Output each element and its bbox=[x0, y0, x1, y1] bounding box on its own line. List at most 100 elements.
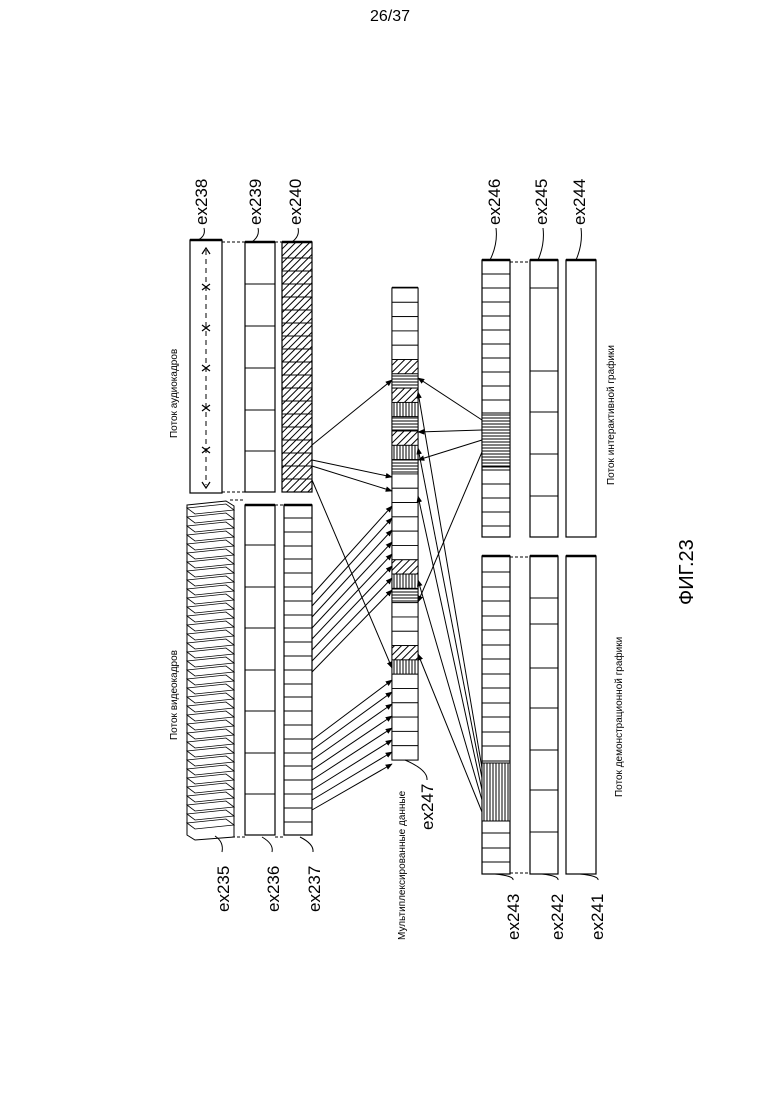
video-frame bbox=[187, 810, 234, 820]
ref-ex245: ex245 bbox=[532, 179, 551, 225]
ref-ex239: ex239 bbox=[246, 179, 265, 225]
video-frame bbox=[187, 558, 234, 568]
mux-packet bbox=[392, 746, 418, 760]
mux-packet bbox=[392, 646, 418, 660]
ref-ex244: ex244 bbox=[570, 179, 589, 225]
mux-packet bbox=[392, 288, 418, 302]
pg-pes-ex242 bbox=[530, 556, 558, 874]
video-frame bbox=[187, 549, 234, 559]
mux-packet bbox=[392, 503, 418, 517]
audio-frames-ex238 bbox=[190, 240, 222, 493]
video-frame bbox=[187, 621, 234, 631]
video-frame bbox=[187, 729, 234, 739]
video-frame bbox=[187, 711, 234, 721]
ref-ex237: ex237 bbox=[305, 866, 324, 912]
ref-ex238: ex238 bbox=[192, 179, 211, 225]
mux-packet bbox=[392, 545, 418, 559]
video-frame bbox=[187, 738, 234, 748]
mux-packet bbox=[392, 374, 418, 388]
video-frame bbox=[187, 693, 234, 703]
video-frame bbox=[187, 657, 234, 667]
mux-packet bbox=[392, 302, 418, 316]
mux-packet bbox=[392, 560, 418, 574]
ig-ts-ex246 bbox=[482, 260, 510, 537]
mux-packet bbox=[392, 674, 418, 688]
label-audio-stream: Поток аудиокадров bbox=[169, 349, 180, 438]
audio-pes-ex239 bbox=[245, 242, 275, 492]
multiplexed-data-ex247 bbox=[392, 288, 418, 760]
label-ig-stream: Поток интерактивной графики bbox=[605, 345, 617, 485]
video-frame bbox=[187, 612, 234, 622]
pg-ts-ex243 bbox=[482, 556, 510, 874]
video-frame bbox=[187, 792, 234, 802]
ig-pes-ex245 bbox=[530, 260, 558, 537]
mux-packet bbox=[392, 603, 418, 617]
mux-packet bbox=[392, 703, 418, 717]
video-frame bbox=[187, 504, 234, 514]
mux-packet bbox=[392, 474, 418, 488]
ig-stream-ex244 bbox=[566, 260, 596, 537]
video-frame bbox=[187, 531, 234, 541]
audio-ts-ex240 bbox=[282, 242, 312, 492]
video-frame bbox=[187, 522, 234, 532]
video-frame bbox=[187, 774, 234, 784]
pg-stream-ex241 bbox=[566, 556, 596, 874]
mux-packet bbox=[392, 631, 418, 645]
video-frame bbox=[187, 594, 234, 604]
video-frame bbox=[187, 585, 234, 595]
video-frame bbox=[187, 819, 234, 829]
mux-packet bbox=[392, 331, 418, 345]
mux-packet bbox=[392, 345, 418, 359]
ref-ex247: ex247 bbox=[418, 784, 437, 830]
mux-packet bbox=[392, 488, 418, 502]
mux-packet bbox=[392, 517, 418, 531]
mux-packet bbox=[392, 717, 418, 731]
video-frame bbox=[187, 747, 234, 757]
video-frame bbox=[187, 684, 234, 694]
mux-packet bbox=[392, 688, 418, 702]
ref-ex236: ex236 bbox=[264, 866, 283, 912]
mux-packet bbox=[392, 431, 418, 445]
mux-packet bbox=[392, 417, 418, 431]
mux-packet bbox=[392, 531, 418, 545]
video-frame bbox=[187, 801, 234, 811]
video-frame bbox=[187, 720, 234, 730]
video-frame bbox=[187, 702, 234, 712]
video-frame bbox=[187, 675, 234, 685]
video-frame bbox=[187, 630, 234, 640]
video-frame bbox=[187, 765, 234, 775]
video-frame bbox=[187, 648, 234, 658]
mux-packet bbox=[392, 360, 418, 374]
ref-ex242: ex242 bbox=[548, 894, 567, 940]
mux-packet bbox=[392, 617, 418, 631]
video-frame bbox=[187, 783, 234, 793]
video-frame bbox=[187, 756, 234, 766]
video-frame bbox=[187, 603, 234, 613]
video-frame bbox=[187, 567, 234, 577]
video-frame bbox=[187, 540, 234, 550]
label-mux-data: Мультиплексированные данные bbox=[397, 790, 408, 940]
mux-packet bbox=[392, 317, 418, 331]
ref-ex240: ex240 bbox=[286, 179, 305, 225]
mux-packet bbox=[392, 731, 418, 745]
figure-caption: ФИГ.23 bbox=[676, 539, 698, 605]
video-pes-ex236 bbox=[245, 505, 275, 835]
video-ts-ex237 bbox=[284, 505, 312, 835]
mux-packet bbox=[392, 402, 418, 416]
ref-ex235: ex235 bbox=[214, 866, 233, 912]
mux-packet bbox=[392, 588, 418, 602]
video-frame bbox=[187, 576, 234, 586]
mux-packet bbox=[392, 660, 418, 674]
video-frame bbox=[187, 639, 234, 649]
video-frame bbox=[187, 513, 234, 523]
mux-packet bbox=[392, 445, 418, 459]
mux-packet bbox=[392, 460, 418, 474]
label-pg-stream: Поток демонстрационной графики bbox=[613, 637, 625, 797]
mux-packet bbox=[392, 574, 418, 588]
ref-ex246: ex246 bbox=[485, 179, 504, 225]
video-frames-ex235 bbox=[187, 501, 234, 840]
video-frame bbox=[187, 666, 234, 676]
mux-packet bbox=[392, 388, 418, 402]
ref-ex241: ex241 bbox=[588, 894, 607, 940]
